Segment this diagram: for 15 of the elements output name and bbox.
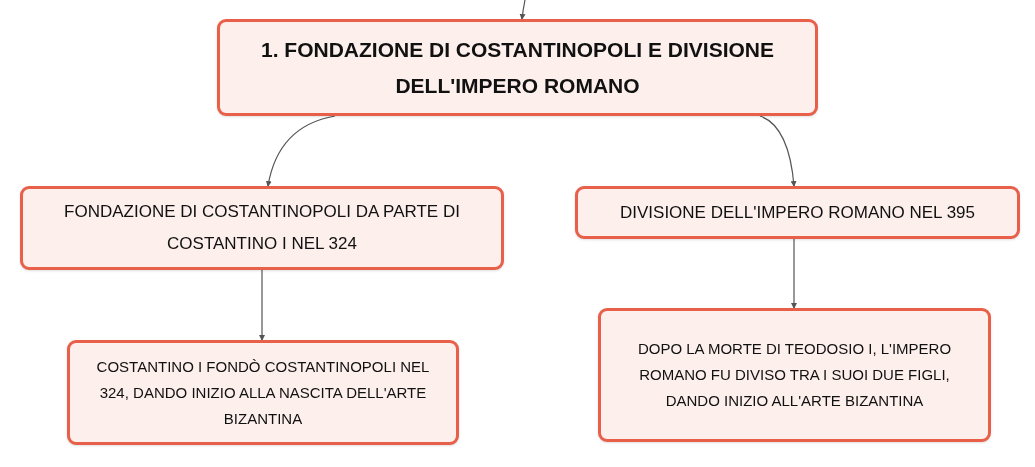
arrow bbox=[759, 115, 797, 187]
arrow bbox=[519, 0, 526, 20]
arrow bbox=[266, 115, 336, 187]
topic-box bbox=[217, 19, 818, 116]
topic-text: COSTANTINO I FONDÒ COSTANTINOPOLI NEL 324, DANDO INIZIO ALLA NASCITA DELL'ARTE BIZANTINA bbox=[95, 356, 431, 429]
topic-text: DOPO LA MORTE DI TEODOSIO I, L'IMPERO ROMANO FU DIVISO TRA I SUOI DUE FIGLI, DANDO INIZIO ALL'ARTE BIZANTINA bbox=[636, 339, 953, 411]
topic-box bbox=[575, 186, 1020, 239]
topic-text: DIVISIONE DELL'IMPERO ROMANO NEL 395 bbox=[619, 201, 976, 224]
arrow bbox=[791, 238, 797, 309]
topic-text: FONDAZIONE DI COSTANTINOPOLI DA PARTE DI COSTANTINO I NEL 324 bbox=[63, 201, 461, 255]
topic-box bbox=[67, 340, 459, 445]
topic-text: 1. FONDAZIONE DI COSTANTINOPOLI E DIVISIONE DELL'IMPERO ROMANO bbox=[260, 36, 775, 99]
topic-box bbox=[598, 308, 991, 442]
arrow bbox=[259, 269, 265, 341]
topic-box bbox=[20, 186, 504, 270]
